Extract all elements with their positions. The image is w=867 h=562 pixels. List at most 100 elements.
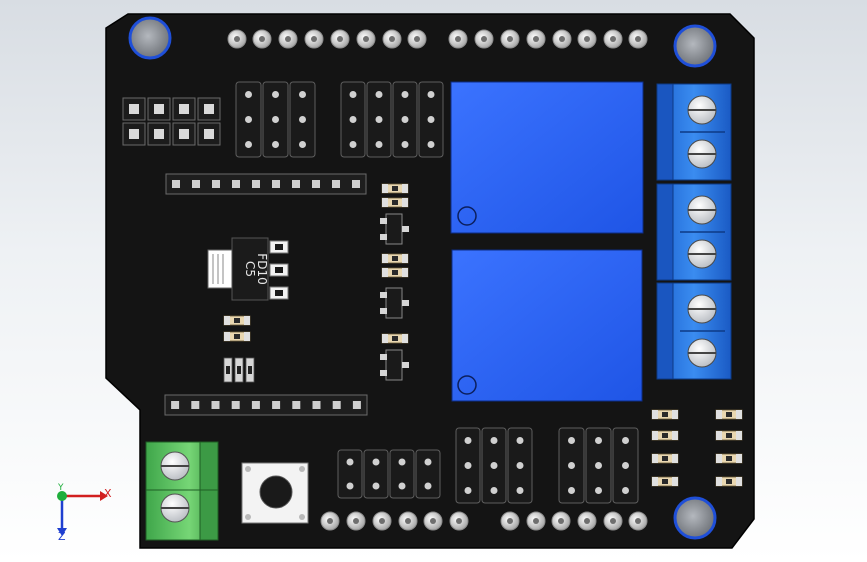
axis-x-label: X <box>104 487 112 500</box>
push-button-cap <box>259 475 293 509</box>
header-socket <box>352 401 361 409</box>
header-socket <box>232 180 240 188</box>
header-socket <box>231 401 240 409</box>
jumper-pin <box>272 91 279 98</box>
screw-terminals-right <box>656 83 732 380</box>
jumper-pin <box>464 487 472 494</box>
jumper-pin <box>568 462 575 469</box>
header-socket <box>352 180 360 188</box>
jumper-pin <box>245 141 252 148</box>
header-socket <box>251 401 260 409</box>
axis-triad <box>57 491 108 536</box>
jumper-pin <box>622 487 629 494</box>
voltage-regulator: C5 FD10 <box>207 237 289 301</box>
jumper-pin <box>595 462 602 469</box>
axis-z-label: Z <box>58 530 66 543</box>
transistor <box>385 213 403 245</box>
female-header-strip-top <box>165 173 367 195</box>
jumper-housing <box>415 449 441 499</box>
jumper-pin <box>622 437 629 444</box>
header-socket <box>292 180 300 188</box>
jumper-pin <box>516 462 524 469</box>
jumper-pin <box>622 462 629 469</box>
jumper-pin <box>245 116 252 123</box>
jumper-housing <box>363 449 389 499</box>
relay-1-pin1-mark <box>457 206 477 226</box>
axis-y-dot <box>57 491 67 501</box>
jumper-pin <box>349 141 357 148</box>
jumper-pin <box>516 487 524 494</box>
header-socket <box>252 180 260 188</box>
jumper-pin <box>490 437 498 444</box>
jumper-pin <box>427 91 435 98</box>
axis-y-label: Y <box>58 483 64 493</box>
jumper-pin <box>427 141 435 148</box>
transistor <box>385 349 403 381</box>
regulator-marking-line2: FD10 <box>255 253 269 284</box>
jumper-pin <box>516 437 524 444</box>
jumper-pin <box>424 482 432 490</box>
jumper-pin <box>464 462 472 469</box>
jumper-pin <box>401 116 409 123</box>
jumper-pin <box>568 487 575 494</box>
jumper-pin <box>349 91 357 98</box>
jumper-pin <box>299 91 306 98</box>
jumper-pin <box>346 458 354 466</box>
jumper-pin <box>595 437 602 444</box>
mounting-holes <box>128 16 717 540</box>
jumper-pin <box>464 437 472 444</box>
jumper-pin <box>424 458 432 466</box>
header-socket <box>172 180 180 188</box>
female-header-strip-bottom <box>164 394 368 416</box>
jumper-pin <box>401 91 409 98</box>
jumper-pin <box>427 116 435 123</box>
jumper-housing <box>389 449 415 499</box>
header-strip-body <box>165 173 367 195</box>
header-strip-body <box>164 394 368 416</box>
jumper-pin <box>272 141 279 148</box>
jumper-pin <box>375 91 383 98</box>
jumper-pin <box>398 458 406 466</box>
relay-2-pin1-mark <box>457 375 477 395</box>
header-pads-bottom <box>320 511 648 531</box>
push-button <box>241 462 309 524</box>
relay-2 <box>451 249 643 402</box>
jumper-pin <box>375 116 383 123</box>
header-socket <box>272 401 281 409</box>
regulator-marking-line1: C5 <box>243 261 257 277</box>
jumper-pin <box>272 116 279 123</box>
jumper-pin <box>401 141 409 148</box>
header-socket <box>211 401 220 409</box>
mounting-hole-top-right <box>673 24 717 68</box>
jumper-pin <box>595 487 602 494</box>
header-pads-top <box>227 29 648 49</box>
header-socket <box>312 180 320 188</box>
header-socket <box>191 401 200 409</box>
jumper-pin <box>398 482 406 490</box>
transistor <box>385 287 403 319</box>
mounting-hole-top-left <box>128 16 172 60</box>
jumper-pin <box>299 141 306 148</box>
smd-components <box>223 183 743 487</box>
jumper-headers-top <box>235 81 444 158</box>
jumper-pin <box>346 482 354 490</box>
jumper-headers-bottom <box>337 427 639 504</box>
header-socket <box>312 401 321 409</box>
icsp-header <box>122 97 221 146</box>
header-socket <box>171 401 180 409</box>
jumper-pin <box>568 437 575 444</box>
jumper-pin <box>375 141 383 148</box>
jumper-pin <box>372 458 380 466</box>
jumper-pin <box>245 91 252 98</box>
header-socket <box>292 401 301 409</box>
header-socket <box>332 180 340 188</box>
header-socket <box>192 180 200 188</box>
header-socket <box>332 401 341 409</box>
jumper-pin <box>299 116 306 123</box>
header-socket <box>212 180 220 188</box>
header-socket <box>272 180 280 188</box>
transistors <box>380 213 409 381</box>
jumper-pin <box>490 487 498 494</box>
screw-terminal-left <box>145 441 219 541</box>
